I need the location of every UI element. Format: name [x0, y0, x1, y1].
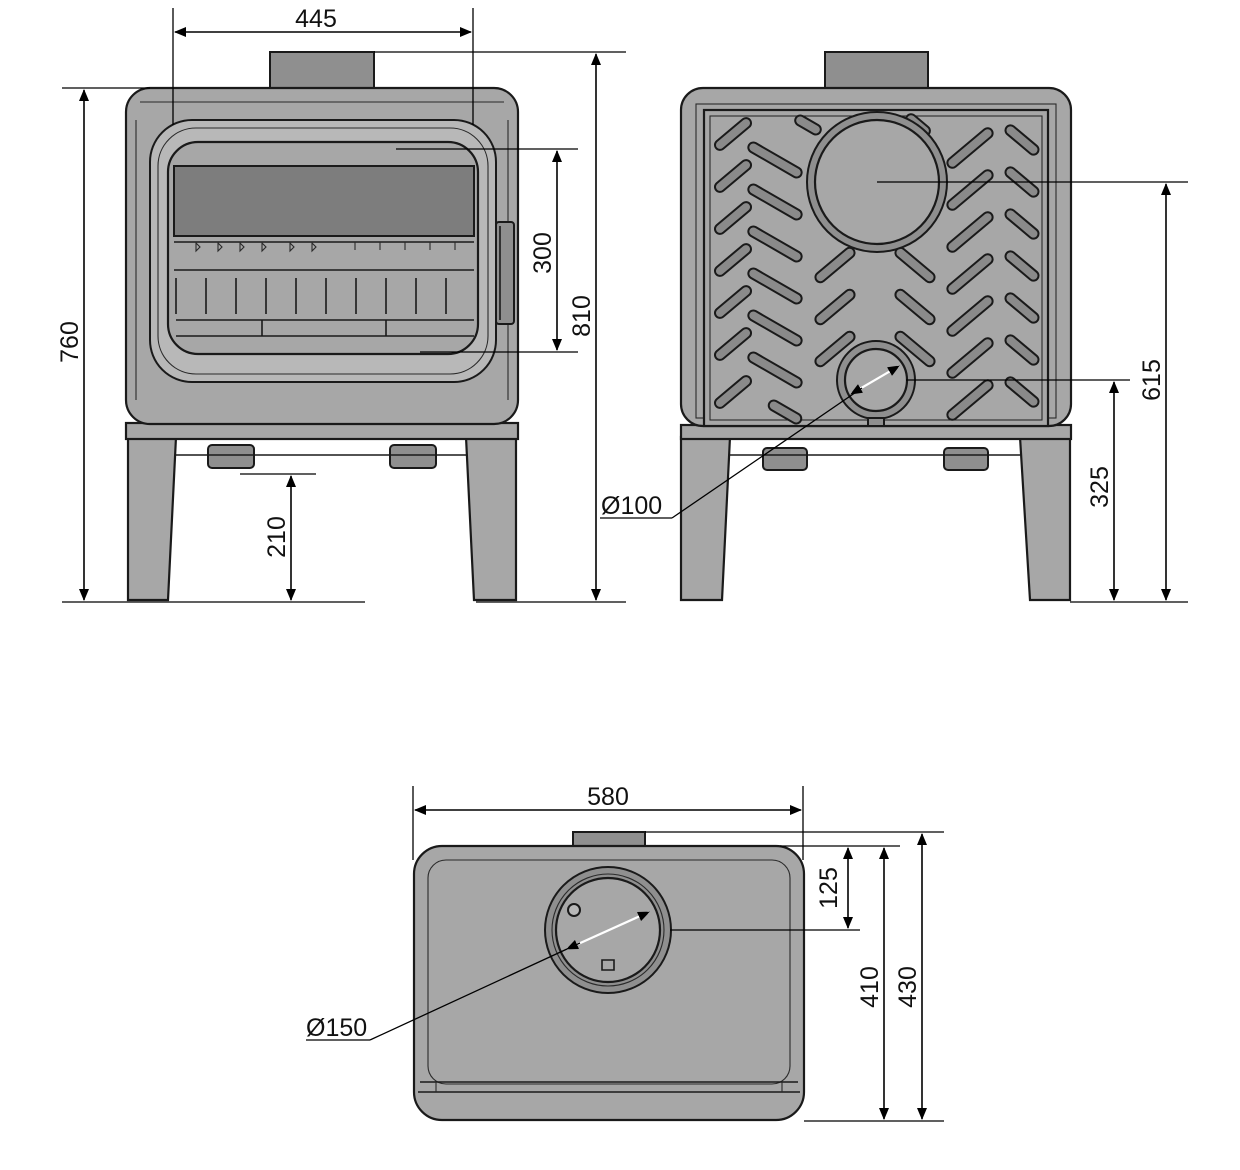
front-left-leg [126, 435, 178, 602]
front-underside-block-left [207, 444, 255, 469]
rear-left-leg [679, 435, 732, 602]
front-width-label: 445 [295, 5, 337, 33]
rear-right-leg [1018, 435, 1072, 602]
top-width-label: 580 [587, 783, 629, 811]
front-glass-upper [173, 165, 475, 237]
front-underside-block-right [389, 444, 437, 469]
front-flue-collar [269, 51, 375, 89]
front-leg-clearance-label: 210 [263, 516, 291, 558]
top-total-depth-label: 430 [894, 966, 922, 1008]
top-dimensions: 580 430 410 125 Ø150 [306, 783, 944, 1122]
top-outlet-diameter-label: Ø150 [306, 1014, 367, 1042]
rear-chevron-slots [713, 113, 1040, 425]
front-outlet-height-label: 810 [568, 295, 596, 337]
front-air-holes [195, 241, 456, 253]
front-door-height-label: 300 [529, 232, 557, 274]
front-view [124, 51, 520, 602]
front-base-plinth [124, 421, 520, 441]
rear-underside-block-right [943, 447, 989, 471]
rear-inlet-height-label: 325 [1086, 466, 1114, 508]
top-flue-collar-edge [572, 831, 646, 848]
rear-outlet-height-label: 615 [1138, 359, 1166, 401]
rear-inlet-diameter-label: Ø100 [601, 492, 662, 520]
rear-dimensions: 615 325 Ø100 [600, 181, 1188, 603]
top-outlet-offset-label: 125 [815, 867, 843, 909]
front-door-handle [495, 221, 515, 325]
front-dimensions: 445 760 810 300 210 [56, 5, 626, 603]
top-view [412, 831, 806, 1122]
rear-view [679, 51, 1073, 602]
rear-flue-collar [824, 51, 929, 89]
front-grate-bars [175, 278, 474, 337]
front-right-leg [464, 435, 518, 602]
front-height-label: 760 [56, 321, 84, 363]
rear-underside-block-left [762, 447, 808, 471]
top-body-depth-label: 410 [856, 966, 884, 1008]
